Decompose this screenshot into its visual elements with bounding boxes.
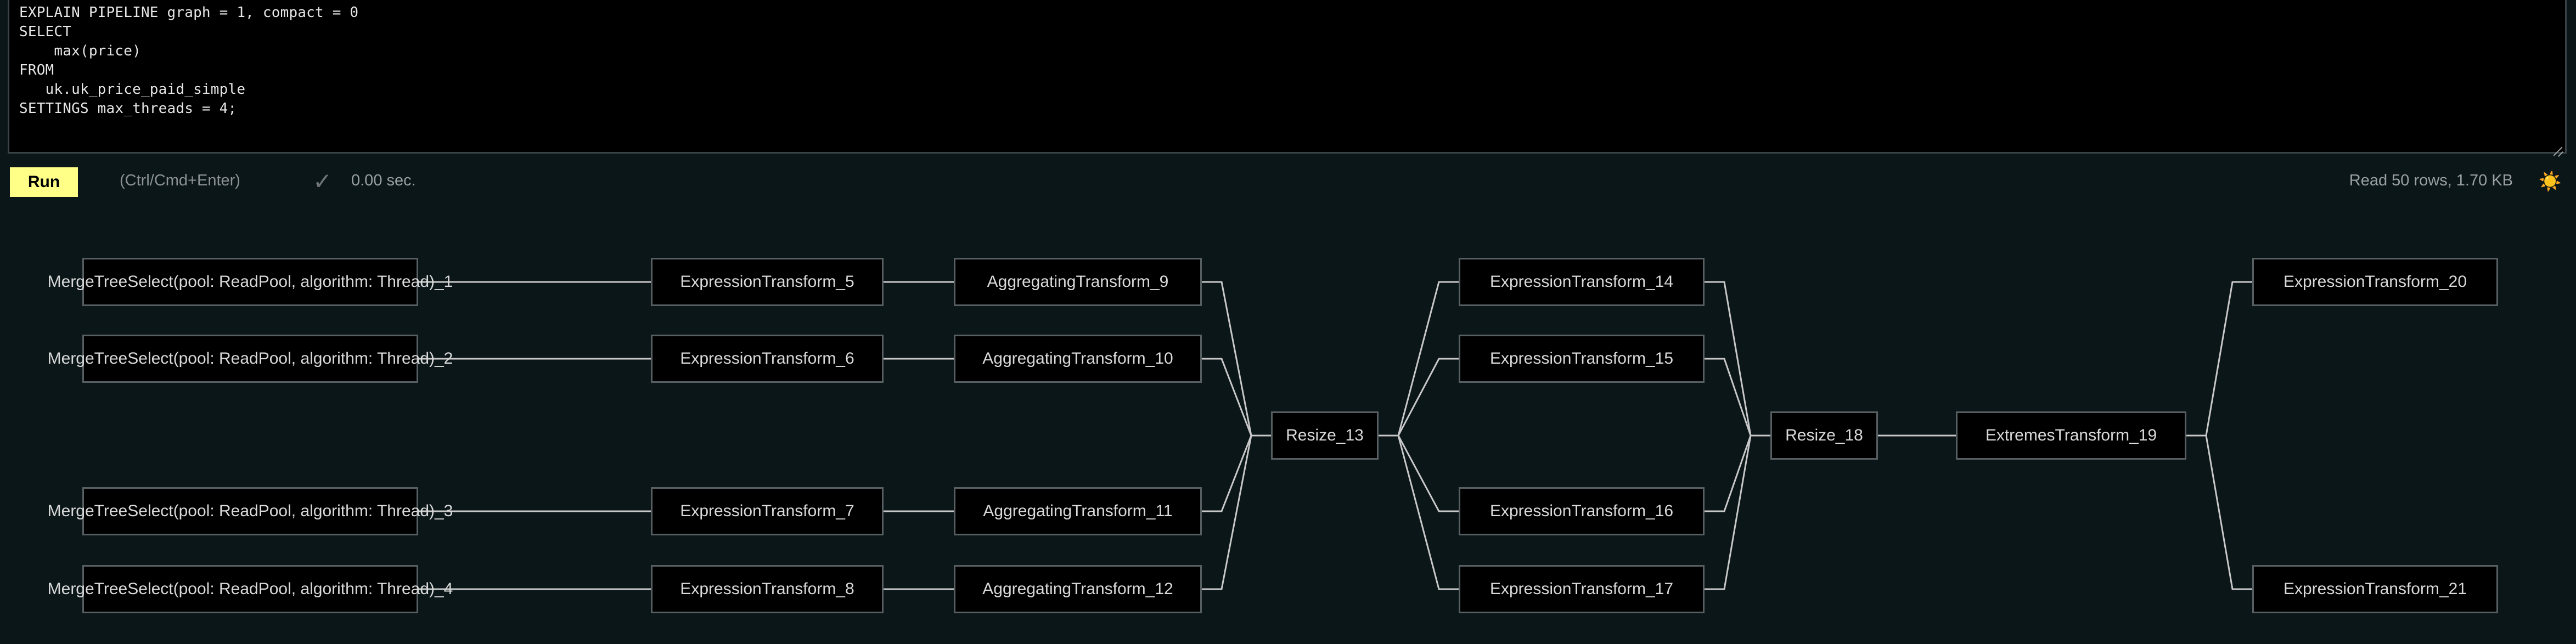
graph-node-et16[interactable]: ExpressionTransform_16 bbox=[1459, 487, 1705, 535]
graph-node-label: MergeTreeSelect(pool: ReadPool, algorith… bbox=[47, 502, 453, 520]
graph-edge-et16-to-rsz18 bbox=[1705, 434, 1770, 512]
graph-edge-et15-to-rsz18 bbox=[1705, 358, 1770, 437]
graph-node-mts1[interactable]: MergeTreeSelect(pool: ReadPool, algorith… bbox=[48, 258, 453, 306]
graph-node-rsz13[interactable]: Resize_13 bbox=[1271, 411, 1379, 460]
graph-node-label: ExpressionTransform_21 bbox=[2283, 580, 2467, 598]
query-toolbar: Run (Ctrl/Cmd+Enter) ✓ 0.00 sec. Read 50… bbox=[0, 160, 2576, 203]
graph-node-agg9[interactable]: AggregatingTransform_9 bbox=[954, 258, 1202, 306]
graph-edge-ext19-to-et21 bbox=[2186, 434, 2252, 590]
graph-edges bbox=[418, 281, 2252, 590]
read-stats-label: Read 50 rows, 1.70 KB bbox=[2349, 172, 2513, 189]
run-shortcut-hint: (Ctrl/Cmd+Enter) bbox=[120, 172, 240, 189]
graph-node-label: AggregatingTransform_12 bbox=[982, 580, 1173, 598]
graph-node-et6[interactable]: ExpressionTransform_6 bbox=[651, 335, 884, 383]
graph-edge-rsz13-to-et17 bbox=[1379, 434, 1459, 590]
graph-node-label: MergeTreeSelect(pool: ReadPool, algorith… bbox=[47, 273, 453, 291]
graph-node-label: ExpressionTransform_7 bbox=[680, 502, 854, 520]
graph-edge-rsz13-to-et16 bbox=[1379, 434, 1459, 512]
graph-edge-agg10-to-rsz13 bbox=[1202, 358, 1271, 437]
graph-node-agg11[interactable]: AggregatingTransform_11 bbox=[954, 487, 1202, 535]
graph-node-label: ExpressionTransform_5 bbox=[680, 273, 854, 291]
graph-node-mts3[interactable]: MergeTreeSelect(pool: ReadPool, algorith… bbox=[48, 487, 453, 535]
graph-edge-rsz13-to-et15 bbox=[1379, 358, 1459, 437]
graph-node-label: MergeTreeSelect(pool: ReadPool, algorith… bbox=[47, 349, 453, 368]
graph-node-agg12[interactable]: AggregatingTransform_12 bbox=[954, 565, 1202, 613]
graph-node-rsz18[interactable]: Resize_18 bbox=[1770, 411, 1878, 460]
graph-node-label: ExtremesTransform_19 bbox=[1985, 426, 2157, 444]
graph-node-label: AggregatingTransform_9 bbox=[987, 273, 1169, 291]
graph-node-mts2[interactable]: MergeTreeSelect(pool: ReadPool, algorith… bbox=[48, 335, 453, 383]
graph-node-label: ExpressionTransform_16 bbox=[1489, 502, 1674, 520]
graph-node-et5[interactable]: ExpressionTransform_5 bbox=[651, 258, 884, 306]
graph-node-et17[interactable]: ExpressionTransform_17 bbox=[1459, 565, 1705, 613]
sql-query-input[interactable] bbox=[8, 0, 2567, 154]
graph-node-label: Resize_13 bbox=[1286, 426, 1364, 444]
graph-node-ext19[interactable]: ExtremesTransform_19 bbox=[1956, 411, 2186, 460]
sun-icon[interactable]: ☀️ bbox=[2538, 171, 2562, 193]
graph-edge-agg12-to-rsz13 bbox=[1202, 434, 1271, 590]
graph-node-et21[interactable]: ExpressionTransform_21 bbox=[2252, 565, 2498, 613]
pipeline-graph: MergeTreeSelect(pool: ReadPool, algorith… bbox=[0, 203, 2576, 644]
graph-node-et7[interactable]: ExpressionTransform_7 bbox=[651, 487, 884, 535]
graph-node-label: ExpressionTransform_8 bbox=[680, 580, 854, 598]
graph-node-label: ExpressionTransform_14 bbox=[1489, 273, 1674, 291]
elapsed-time-label: 0.00 sec. bbox=[351, 172, 416, 189]
sql-editor-panel bbox=[0, 0, 2576, 160]
graph-node-et20[interactable]: ExpressionTransform_20 bbox=[2252, 258, 2498, 306]
run-button[interactable]: Run bbox=[10, 167, 78, 197]
graph-node-et14[interactable]: ExpressionTransform_14 bbox=[1459, 258, 1705, 306]
graph-node-et8[interactable]: ExpressionTransform_8 bbox=[651, 565, 884, 613]
graph-node-mts4[interactable]: MergeTreeSelect(pool: ReadPool, algorith… bbox=[48, 565, 453, 613]
success-check-icon: ✓ bbox=[313, 168, 333, 195]
graph-node-label: AggregatingTransform_11 bbox=[983, 502, 1173, 520]
graph-edge-ext19-to-et20 bbox=[2186, 281, 2252, 437]
graph-node-label: ExpressionTransform_6 bbox=[680, 349, 854, 368]
graph-edge-agg11-to-rsz13 bbox=[1202, 434, 1271, 512]
graph-node-agg10[interactable]: AggregatingTransform_10 bbox=[954, 335, 1202, 383]
graph-node-label: AggregatingTransform_10 bbox=[982, 349, 1173, 368]
graph-edge-et17-to-rsz18 bbox=[1705, 434, 1770, 590]
graph-node-label: ExpressionTransform_20 bbox=[2283, 273, 2467, 291]
graph-node-label: MergeTreeSelect(pool: ReadPool, algorith… bbox=[47, 580, 453, 598]
graph-node-label: Resize_18 bbox=[1785, 426, 1863, 444]
graph-node-label: ExpressionTransform_15 bbox=[1489, 349, 1674, 368]
graph-node-label: ExpressionTransform_17 bbox=[1489, 580, 1674, 598]
graph-node-et15[interactable]: ExpressionTransform_15 bbox=[1459, 335, 1705, 383]
